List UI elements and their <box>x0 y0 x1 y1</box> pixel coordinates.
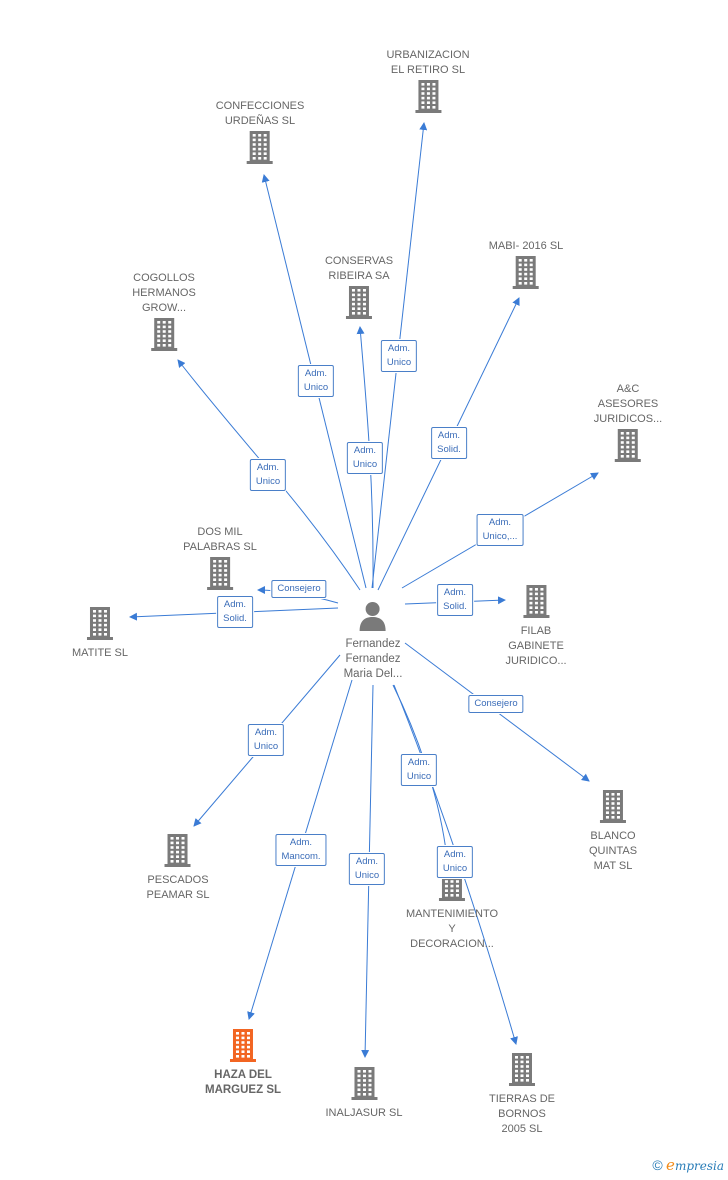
company-label: PESCADOS PEAMAR SL <box>146 874 210 901</box>
company-matite[interactable]: MATITE SL <box>72 605 128 661</box>
building-icon <box>346 286 372 319</box>
company-urbanizacion[interactable]: URBANIZACION EL RETIRO SL <box>386 48 470 119</box>
building-icon <box>351 1067 377 1100</box>
building-icon <box>165 834 191 867</box>
person-name: Fernandez Fernandez Maria Del... <box>343 638 403 680</box>
role-badge-mabi[interactable]: Adm. Solid. <box>431 427 467 459</box>
building-icon <box>207 557 233 590</box>
role-badge-tierras[interactable]: Adm. Unico <box>436 846 474 878</box>
company-label: INALJASUR SL <box>325 1107 403 1119</box>
role-badge-cogollos[interactable]: Adm. Unico <box>249 459 287 491</box>
company-conservas[interactable]: CONSERVAS RIBEIRA SA <box>325 254 393 325</box>
brand-footer[interactable]: © empresia <box>652 1156 724 1174</box>
company-label: CONFECCIONES URDEÑAS SL <box>215 100 305 127</box>
role-badge-matite[interactable]: Adm. Solid. <box>217 596 253 628</box>
building-icon <box>599 790 626 823</box>
role-badge-conservas[interactable]: Adm. Unico <box>346 442 384 474</box>
role-badge-urbanizacion[interactable]: Adm. Unico <box>380 340 418 372</box>
person-icon <box>359 602 386 631</box>
company-label: MATITE SL <box>71 647 129 659</box>
company-label: COGOLLOS HERMANOS GROW... <box>132 272 196 314</box>
company-blanco[interactable]: BLANCO QUINTAS MAT SL <box>589 788 637 874</box>
company-label: TIERRAS DE BORNOS 2005 SL <box>488 1093 556 1135</box>
role-badge-confecciones[interactable]: Adm. Unico <box>297 365 335 397</box>
company-cogollos[interactable]: COGOLLOS HERMANOS GROW... <box>132 271 196 357</box>
company-mabi[interactable]: MABI- 2016 SL <box>488 239 564 295</box>
role-badge-inaljasur[interactable]: Adm. Unico <box>348 853 386 885</box>
company-filab[interactable]: FILAB GABINETE JURIDICO... <box>505 583 567 669</box>
company-label: MABI- 2016 SL <box>488 240 564 252</box>
brand-initial: e <box>666 1156 675 1174</box>
building-icon <box>508 1053 535 1086</box>
company-ac[interactable]: A&C ASESORES JURIDICOS... <box>594 382 662 468</box>
building-icon <box>151 318 177 351</box>
role-badge-blanco[interactable]: Consejero <box>468 695 524 713</box>
company-mantenimiento[interactable]: MANTENIMIENTO Y DECORACION... <box>406 866 498 952</box>
company-dosmil[interactable]: DOS MIL PALABRAS SL <box>183 525 257 596</box>
company-label: HAZA DEL MARGUEZ SL <box>204 1069 282 1096</box>
company-tierras[interactable]: TIERRAS DE BORNOS 2005 SL <box>489 1051 555 1137</box>
person-node[interactable]: Fernandez Fernandez Maria Del... <box>343 600 403 682</box>
company-label: A&C ASESORES JURIDICOS... <box>593 383 663 425</box>
building-icon <box>523 585 549 618</box>
company-label: MANTENIMIENTO Y DECORACION... <box>405 908 499 950</box>
company-label: BLANCO QUINTAS MAT SL <box>588 830 638 872</box>
company-label: URBANIZACION EL RETIRO SL <box>386 49 470 76</box>
role-badge-ac[interactable]: Adm. Unico,... <box>476 514 524 546</box>
brand-name: mpresia <box>674 1159 724 1173</box>
copyright-symbol: © <box>652 1157 663 1173</box>
role-badge-mantenimiento[interactable]: Adm. Unico <box>400 754 438 786</box>
company-pescados[interactable]: PESCADOS PEAMAR SL <box>146 832 210 903</box>
building-icon <box>247 131 273 164</box>
company-haza[interactable]: HAZA DEL MARGUEZ SL <box>205 1027 281 1098</box>
building-icon <box>513 256 539 289</box>
company-label: FILAB GABINETE JURIDICO... <box>505 625 567 667</box>
role-badge-filab[interactable]: Adm. Solid. <box>437 584 473 616</box>
building-icon <box>614 429 641 462</box>
company-label: DOS MIL PALABRAS SL <box>183 526 257 553</box>
building-icon-highlighted <box>230 1029 256 1062</box>
building-icon <box>415 80 441 113</box>
company-confecciones[interactable]: CONFECCIONES URDEÑAS SL <box>215 99 305 170</box>
company-label: CONSERVAS RIBEIRA SA <box>324 255 394 282</box>
company-inaljasur[interactable]: INALJASUR SL <box>325 1065 403 1121</box>
building-icon <box>87 607 113 640</box>
role-badge-pescados[interactable]: Adm. Unico <box>247 724 285 756</box>
role-badge-dosmil[interactable]: Consejero <box>271 580 327 598</box>
role-badge-haza[interactable]: Adm. Mancom. <box>275 834 327 866</box>
